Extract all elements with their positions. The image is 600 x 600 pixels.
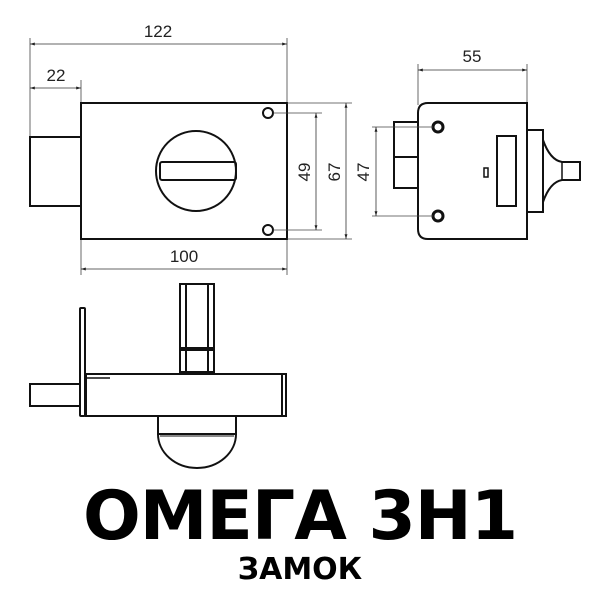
- dim-screw-spacing: 49: [295, 163, 314, 182]
- dim-body-width: 100: [170, 247, 198, 266]
- lock-body: [80, 102, 288, 240]
- dim-body-height: 67: [325, 163, 344, 182]
- front-view: [29, 38, 352, 275]
- dim-overall-width: 122: [144, 22, 172, 41]
- bolt: [29, 136, 82, 207]
- product-title: ОМЕГА 3Н1: [82, 477, 518, 556]
- dim-bolt-projection: 22: [47, 66, 66, 85]
- dim-bolt-height: 47: [354, 163, 373, 182]
- side-view: [372, 64, 581, 240]
- thumb-turn-knob: [155, 130, 237, 212]
- dim-depth: 55: [463, 47, 482, 66]
- top-view: [29, 283, 287, 469]
- product-subtitle: ЗАМОК: [237, 552, 363, 587]
